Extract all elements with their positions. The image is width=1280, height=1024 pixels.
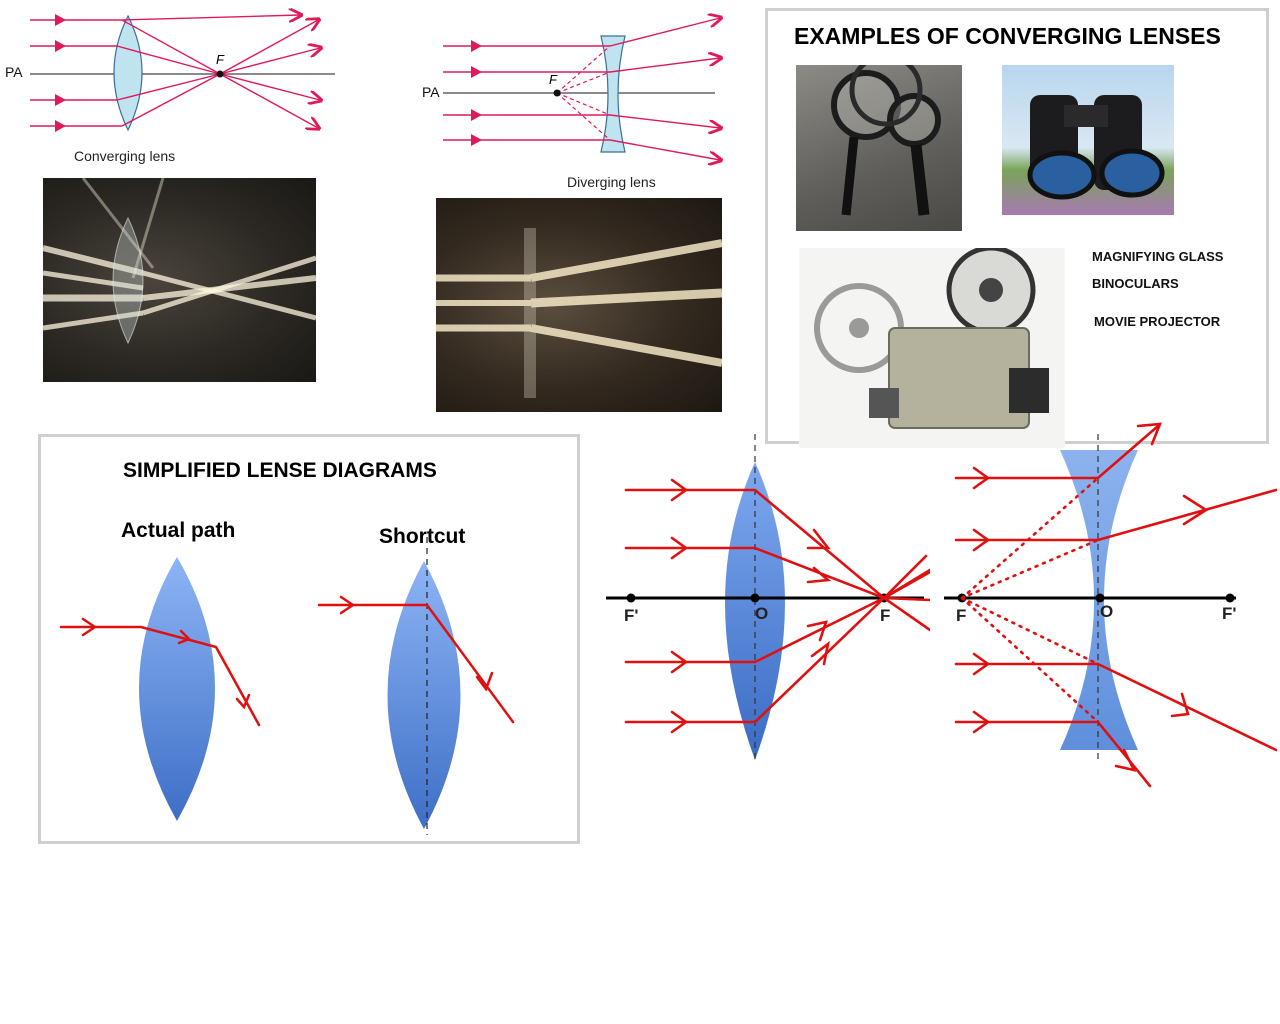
simplified-panel: SIMPLIFIED LENSE DIAGRAMS Actual path Sh… — [38, 434, 580, 844]
converging-lens-photo — [43, 178, 316, 382]
examples-panel-title: EXAMPLES OF CONVERGING LENSES — [794, 23, 1221, 49]
incoming-arrowheads — [55, 14, 66, 132]
converging-ray-svg — [606, 434, 932, 764]
convex-lens-shape — [113, 14, 143, 132]
diverging-lens-svg — [443, 0, 735, 195]
shortcut-lens — [387, 561, 461, 829]
focus-label: F — [549, 72, 557, 87]
converging-ray-diagram: F' O F — [600, 430, 932, 770]
actual-path-lens — [139, 557, 215, 821]
converging-lens-caption: Converging lens — [74, 148, 176, 164]
focal-point — [216, 70, 224, 78]
left-focal-label: F — [956, 606, 967, 625]
diverging-ray-diagram: F O F' — [940, 420, 1280, 800]
converging-rays — [624, 488, 932, 724]
right-focal-label: F' — [1222, 604, 1237, 623]
center-label: O — [1100, 602, 1114, 621]
focus-label: F — [216, 52, 224, 67]
center-label: O — [755, 604, 769, 623]
actual-path-ray — [59, 617, 261, 727]
diverging-lens-textbook-diagram: PA F Diverging lens — [415, 0, 735, 195]
concave-lens-shape — [600, 35, 626, 153]
examples-panel: EXAMPLES OF CONVERGING LENSES — [765, 8, 1269, 448]
movie-projector-photo — [799, 248, 1065, 448]
shortcut-label: Shortcut — [379, 525, 466, 548]
shortcut-ray — [317, 595, 515, 724]
virtual-rays — [960, 476, 1100, 724]
right-focal-point — [1225, 593, 1235, 603]
incoming-rays — [30, 15, 320, 128]
simplified-panel-title: SIMPLIFIED LENSE DIAGRAMS — [123, 459, 437, 482]
converging-lens-textbook-diagram: PA F Converging lens — [0, 0, 345, 170]
converging-lens-svg — [30, 0, 335, 132]
right-focal-label: F — [880, 606, 891, 625]
left-focal-label: F' — [624, 606, 639, 625]
simplified-diagrams-svg — [59, 537, 515, 835]
optical-center-point — [750, 593, 760, 603]
left-focal-point — [626, 593, 636, 603]
example-label-movie-projector: MOVIE PROJECTOR — [1094, 314, 1221, 329]
diverging-lens-photo — [436, 198, 722, 412]
diverging-lens-caption: Diverging lens — [567, 174, 656, 190]
diverging-ray-svg — [944, 422, 1278, 788]
example-label-magnifying-glass: MAGNIFYING GLASS — [1092, 249, 1224, 264]
binoculars-photo — [1002, 65, 1174, 215]
optical-center-point — [1095, 593, 1105, 603]
example-label-binoculars: BINOCULARS — [1092, 276, 1179, 291]
pa-label: PA — [422, 84, 440, 100]
pa-label: PA — [5, 64, 23, 80]
magnifying-glass-photo — [796, 65, 962, 231]
actual-path-label: Actual path — [121, 519, 236, 542]
